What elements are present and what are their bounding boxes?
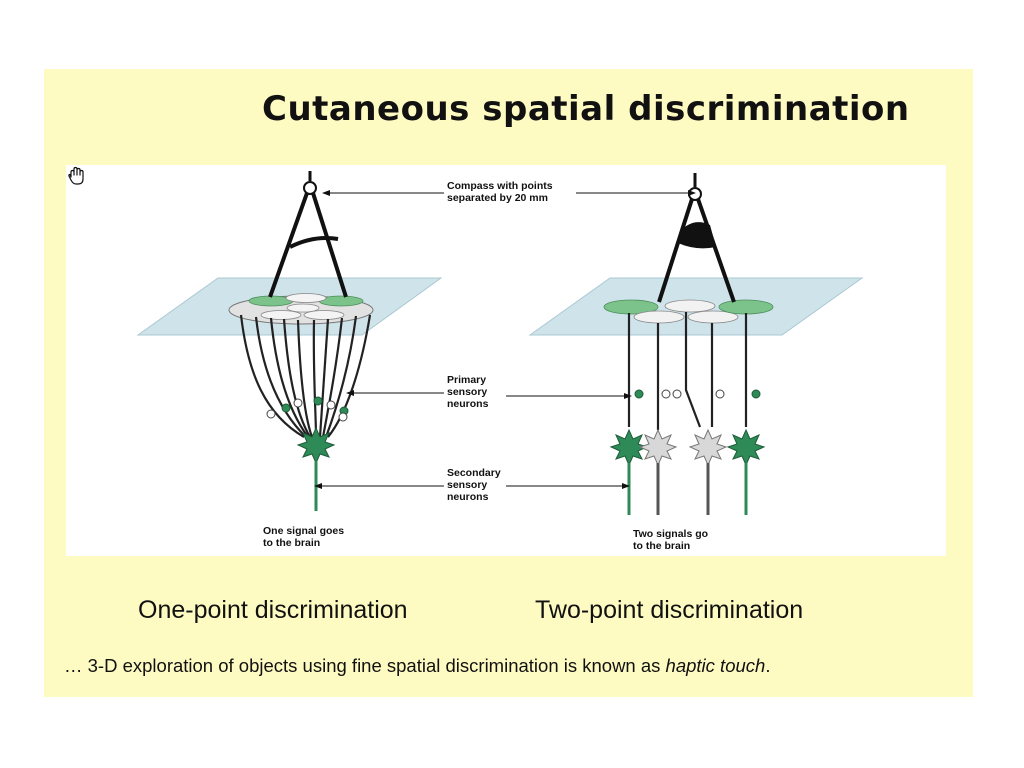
haptic-touch-note: … 3-D exploration of objects using fine … — [64, 655, 770, 677]
primary-cell-bodies-left — [266, 396, 349, 422]
note-prefix: … 3-D exploration of objects using fine … — [64, 655, 666, 676]
note-emphasis: haptic touch — [665, 655, 766, 676]
compass-left — [268, 171, 348, 298]
one-signal-label: One signal goes to the brain — [263, 525, 345, 549]
compass-label: Compass with points separated by 20 mm — [447, 180, 553, 204]
leader-lines — [320, 192, 690, 487]
primary-fibers-left — [239, 314, 372, 438]
secondary-neuron-left — [296, 426, 336, 465]
slide-title: Cutaneous spatial discrimination — [262, 89, 910, 129]
neuron-diagram: Compass with points separated by 20 mm P… — [66, 165, 946, 556]
leader-arrowheads — [314, 190, 696, 489]
two-signals-label: Two signals go to the brain — [633, 528, 709, 552]
primary-fibers-right — [627, 312, 748, 430]
hand-cursor-icon — [68, 166, 84, 185]
note-suffix: . — [765, 655, 771, 676]
compass-right — [657, 173, 736, 303]
secondary-neurons-right — [609, 428, 766, 467]
slide: Cutaneous spatial discrimination — [44, 69, 973, 697]
neuron-diagram-graphic — [136, 171, 864, 515]
receptive-fields-right — [603, 299, 774, 324]
caption-one-point: One-point discrimination — [138, 596, 408, 624]
secondary-axons-right — [627, 463, 748, 515]
secondary-neurons-label: Secondary sensory neurons — [447, 467, 501, 503]
primary-cell-bodies-right — [634, 389, 761, 399]
caption-two-point: Two-point discrimination — [535, 596, 804, 624]
primary-neurons-label: Primary sensory neurons — [447, 374, 489, 410]
